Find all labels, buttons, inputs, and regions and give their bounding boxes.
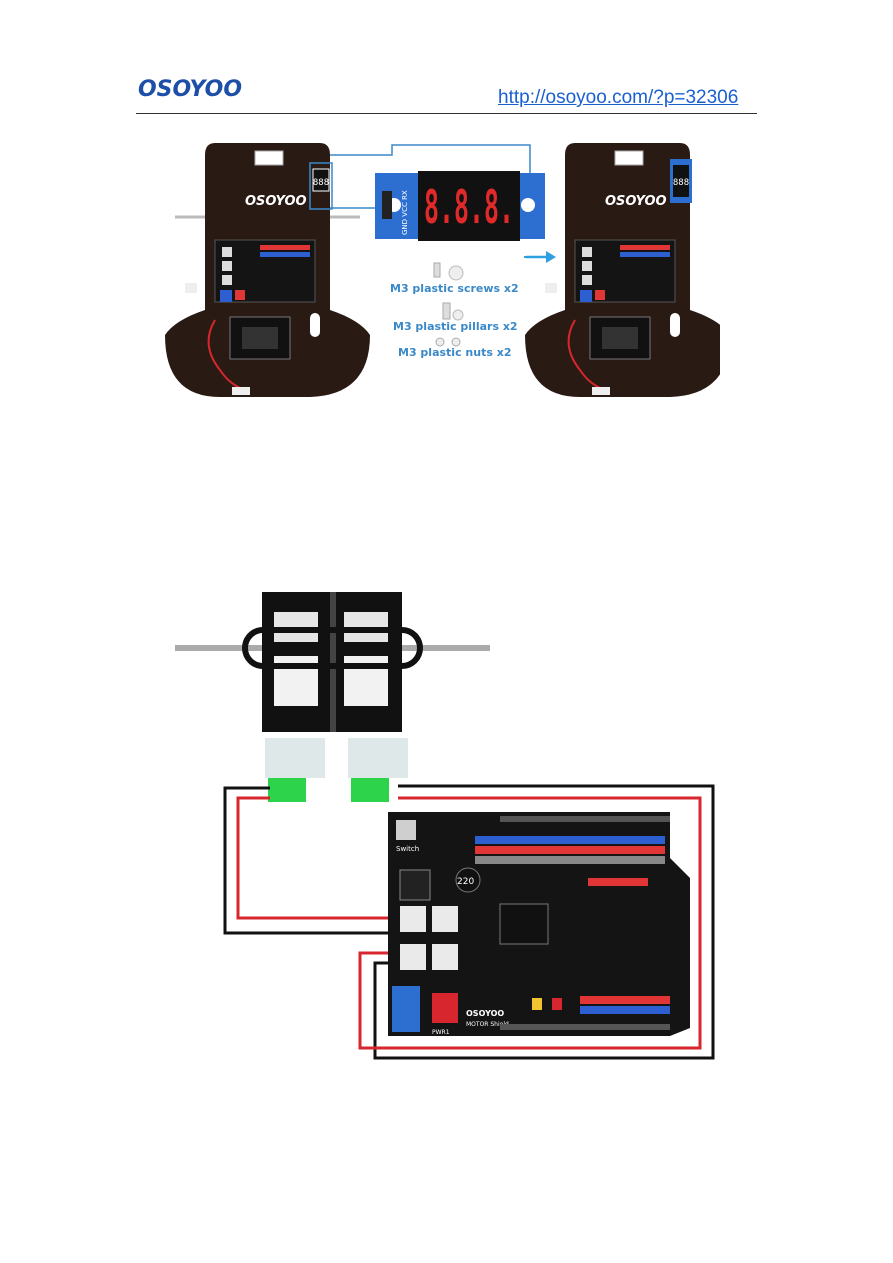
capacitor-label: 220 xyxy=(457,877,474,887)
motor-shield-board: Switch 220 PWR1 OSOYOO MOTOR Shield xyxy=(388,812,690,1036)
osoyoo-logo: OSOYOO xyxy=(138,77,242,102)
assembly-arrow-icon xyxy=(524,251,556,263)
display-pin-labels: GND VCC RX xyxy=(401,190,409,235)
motor-wiring-diagram: Switch 220 PWR1 OSOYOO MOTOR Shield xyxy=(175,592,715,1060)
svg-text:888: 888 xyxy=(673,178,689,188)
motor-wires xyxy=(223,784,715,1060)
gear-motors xyxy=(242,592,423,802)
chassis-logo-right: OSOYOO xyxy=(605,194,667,209)
osoyoo-page-link[interactable]: http://osoyoo.com/?p=32306 xyxy=(498,87,739,108)
switch-label: Switch xyxy=(396,845,419,853)
svg-text:888: 888 xyxy=(313,178,329,188)
plastic-nut-icon xyxy=(435,337,461,347)
chassis-logo-left: OSOYOO xyxy=(245,194,307,209)
led-display-module: 8.8.8. GND VCC RX xyxy=(375,171,545,241)
logo-text: OSOYOO xyxy=(138,77,242,102)
display-assembly-figure: 888 OSOYOO 8.8.8. GND VCC RX xyxy=(165,143,720,397)
part-label-screws: M3 plastic screws x2 xyxy=(390,282,519,295)
plastic-pillar-icon xyxy=(442,302,464,321)
part-label-nuts: M3 plastic nuts x2 xyxy=(398,346,512,359)
plastic-screw-icon xyxy=(433,262,464,281)
board-name: MOTOR Shield xyxy=(466,1021,509,1028)
board-brand: OSOYOO xyxy=(466,1009,504,1018)
header-divider xyxy=(136,113,757,114)
pwr-label: PWR1 xyxy=(432,1029,450,1036)
chassis-before: 888 OSOYOO xyxy=(165,143,370,397)
display-digits: 8.8.8. xyxy=(424,180,514,234)
chassis-after: 888 OSOYOO xyxy=(525,143,720,397)
part-label-pillars: M3 plastic pillars x2 xyxy=(393,320,518,333)
